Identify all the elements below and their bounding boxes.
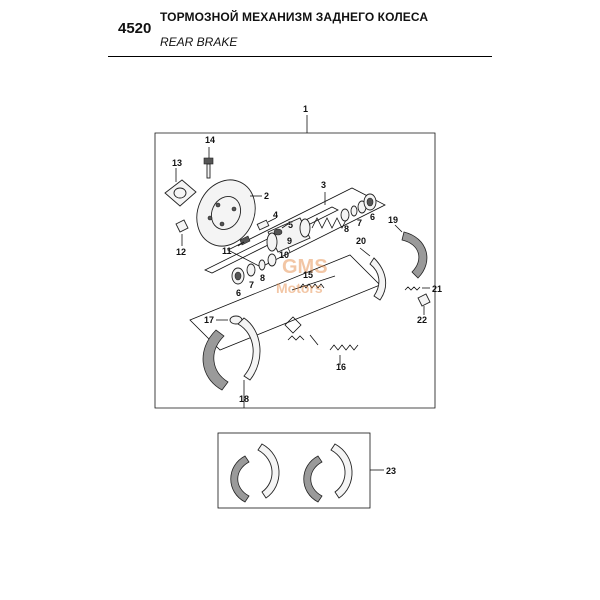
backing-plate [196,179,262,247]
bleeder-nut [175,219,189,246]
bleeder-cap [273,223,289,236]
callout-23: 23 [386,466,396,476]
callout-16: 16 [336,362,346,372]
callout-8a: 8 [344,224,349,234]
bleeder-valve [256,217,277,231]
callout-11: 11 [222,246,232,256]
callout-12: 12 [176,247,186,257]
cylinder-guide-box-upper [227,187,386,268]
callout-6a: 6 [370,212,375,222]
adjuster-strut [291,275,336,291]
callout-19: 19 [388,215,398,225]
title-russian: ТОРМОЗНОЙ МЕХАНИЗМ ЗАДНЕГО КОЛЕСА [160,10,429,24]
return-spring [329,344,359,365]
cylinder-repair-kit-upper [311,192,377,229]
brake-shoe-right [369,224,428,301]
callout-17: 17 [204,315,214,325]
callout-10: 10 [279,250,289,260]
adjuster-spring [404,286,430,291]
callout-13: 13 [172,158,182,168]
wheel-cylinder [266,217,311,253]
hold-down-parts [284,316,319,346]
watermark-top: GMS [282,256,328,278]
cylinder-screw [237,235,251,247]
callout-4: 4 [273,210,278,220]
assembly-frame [154,132,436,409]
callout-6b: 6 [236,288,241,298]
spring-clip [417,293,431,315]
shoe-set-frame [217,432,371,509]
callout-7a: 7 [357,218,362,228]
callout-20: 20 [356,236,366,246]
callout-14: 14 [205,135,215,145]
brake-shoe-left [202,317,261,408]
callout-15: 15 [303,270,313,280]
callout-7b: 7 [249,280,254,290]
pin-leader [359,247,371,257]
callout-21: 21 [432,284,442,294]
callout-5: 5 [288,220,293,230]
callout-2: 2 [264,191,269,201]
callout-1: 1 [303,104,308,114]
callout-18: 18 [239,394,249,404]
header-rule [108,56,492,57]
rubber-plug [216,315,243,325]
callout-22: 22 [417,315,427,325]
brake-shoe-set [230,443,384,503]
watermark-bottom: Motors [276,280,323,296]
callout-8b: 8 [260,273,265,283]
plate-gasket [164,168,197,207]
callout-9: 9 [287,236,292,246]
callout-3: 3 [321,180,326,190]
title-english: REAR BRAKE [160,35,238,49]
section-code: 4520 [118,20,152,37]
diagram-header: 4520 ТОРМОЗНОЙ МЕХАНИЗМ ЗАДНЕГО КОЛЕСА R… [0,0,600,60]
mounting-bolt [203,147,214,179]
cylinder-repair-kit-lower [231,253,277,285]
